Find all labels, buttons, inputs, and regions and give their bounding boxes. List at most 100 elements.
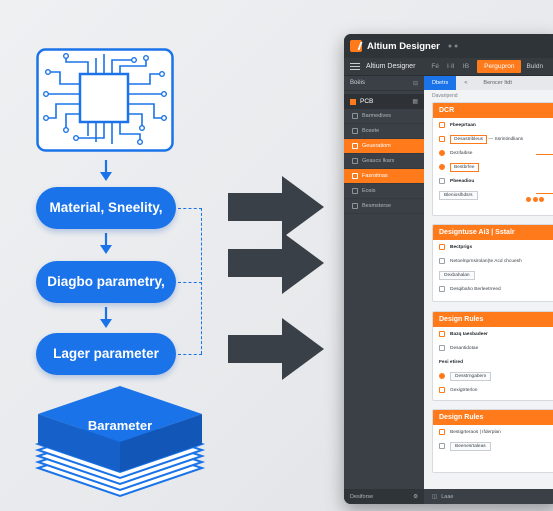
parameter-layer-stack: Barameter [34, 384, 206, 500]
box-icon [439, 258, 445, 264]
sidebar-item[interactable]: Besmsterse [344, 199, 424, 214]
panel-row[interactable]: Fesi etired [433, 355, 553, 369]
sidebar-item[interactable]: Bosete [344, 124, 424, 139]
panel-row[interactable]: Blenioslhdsrs [433, 188, 553, 202]
sidebar-item-label: Besmsterse [362, 203, 392, 209]
sidebar-item[interactable]: Eosis [344, 184, 424, 199]
circle-icon [439, 150, 445, 156]
sidebar-item[interactable]: Fasroitnas [344, 169, 424, 184]
panel-row[interactable]: Pbeeadiou [433, 174, 553, 188]
stack-label: Barameter [87, 418, 153, 433]
tab-back-icon[interactable]: < [464, 80, 468, 86]
grid-icon: ▦ [412, 99, 418, 105]
panel-row[interactable]: Gexigtrterlon [433, 383, 553, 397]
doc-icon [352, 203, 358, 209]
sidebar-item-label: Geueratiom [362, 143, 391, 149]
panel-row[interactable]: Beenesrtaleas [433, 439, 553, 453]
altium-window: Altium Designer ● ● Altium Designer Fé I… [344, 34, 553, 504]
panel-designtuse: Designtuse Ai3 | Sstalr Bectprigs Netoel… [432, 224, 553, 302]
menu-item[interactable]: ŀB [462, 63, 470, 70]
collapse-icon[interactable]: ⊟ [412, 80, 418, 87]
box-icon [439, 443, 445, 449]
sidebar: Boèis ⊟ PCB ▦ Barmedives Bosete Geuerati… [344, 76, 424, 504]
panel-row[interactable]: Bestbrfee [433, 160, 553, 174]
sidebar-item-label: Fasroitnas [362, 173, 388, 179]
flow-step-layer: Lager parameter [36, 333, 176, 375]
doc-icon [352, 188, 358, 194]
box-icon [439, 122, 445, 128]
sidebar-item[interactable]: Barmedives [344, 109, 424, 124]
row-field[interactable]: Desstrngabem [450, 371, 492, 381]
panel-row[interactable]: Dexbahalan [433, 268, 553, 282]
panel-row[interactable]: Desqibaho Berleetrreed [433, 282, 553, 296]
sidebar-item-label: Geaucs Ikars [362, 158, 395, 164]
panel-row[interactable]: Desastribleus — Ssrintindlians [433, 132, 553, 146]
menu-item-active[interactable]: Pergupron [477, 60, 522, 73]
menu-item[interactable]: Buldn [526, 63, 544, 70]
flow-step-material: Material, Sneelity, [36, 187, 176, 229]
row-label: Bectprigs [450, 244, 473, 250]
dashed-connector [200, 208, 202, 354]
title-bar: Altium Designer ● ● [344, 34, 553, 58]
box-icon [439, 136, 445, 142]
row-label: Desqibaho Berleetrreed [450, 286, 501, 292]
panel-title: Design Rules [433, 312, 553, 327]
panel-row[interactable]: Bestigrteraos | Ifderplan [433, 425, 553, 439]
sidebar-item[interactable]: Geueratiom [344, 139, 424, 154]
row-label: Pbeeadiou [450, 178, 475, 184]
tab-bar: Dbetrs < Berocer Itdt [424, 76, 553, 90]
row-label: Netoelnprnsirolan(te Acd chcuesh [450, 258, 522, 264]
row-field[interactable]: Beenesrtaleas [450, 441, 491, 451]
row-label: — Ssrintindlians [488, 136, 524, 142]
dashed-connector [178, 208, 202, 209]
row-field[interactable]: Blenioslhdsrs [439, 190, 478, 200]
row-field[interactable]: Dexbahalan [439, 270, 475, 280]
circle-icon [439, 373, 445, 379]
down-arrow-icon [100, 233, 112, 254]
status-dots-icon [526, 197, 544, 202]
dashed-connector [178, 354, 202, 355]
hamburger-menu-icon[interactable] [350, 61, 360, 72]
panel-title: Designtuse Ai3 | Sstalr [433, 225, 553, 240]
row-label: Fbeeprtaan [450, 122, 476, 128]
sidebar-item-label: PCB [360, 98, 374, 105]
panel-row[interactable]: Fbeeprtaan [433, 118, 553, 132]
panel-title: Design Rules [433, 410, 553, 425]
connector-line [536, 154, 553, 194]
sidebar-footer[interactable]: Desiforse ⚙ [344, 489, 424, 504]
doc-icon [352, 128, 358, 134]
box-icon [439, 345, 445, 351]
settings-icon[interactable]: ⚙ [413, 493, 418, 500]
panel-row[interactable]: Desstrngabem [433, 369, 553, 383]
box-icon [439, 331, 445, 337]
panel-row[interactable]: Bectprigs [433, 240, 553, 254]
panel-row[interactable]: Netoelnprnsirolan(te Acd chcuesh [433, 254, 553, 268]
panel-row[interactable]: Bazq Iaesbadeer [433, 327, 553, 341]
tab-active[interactable]: Dbetrs [424, 76, 457, 90]
panel-row[interactable]: Dezifaibse [433, 146, 553, 160]
menu-item[interactable]: I·II [447, 63, 455, 70]
sidebar-header[interactable]: Boèis ⊟ [344, 76, 424, 91]
main-area: Dbetrs < Berocer Itdt Davaripend DCR Fbe… [424, 76, 553, 504]
tab[interactable]: Berocer Itdt [483, 80, 512, 86]
app-title: Altium Designer [367, 40, 440, 52]
status-text: Laae [441, 493, 454, 500]
status-bar: ◫ Laae [424, 489, 553, 504]
circle-icon [439, 164, 445, 170]
sidebar-item-label: Bosete [362, 128, 380, 134]
box-icon [439, 429, 445, 435]
row-label: Desantidotae [450, 345, 479, 351]
sidebar-item-label: Eosis [362, 188, 376, 194]
right-arrow-icon [228, 176, 324, 238]
panel-title: DCR [433, 103, 553, 118]
sidebar-footer-label: Desiforse [350, 493, 374, 500]
sidebar-item[interactable]: Geaucs Ikars [344, 154, 424, 169]
panel-design-rules-2: Design Rules Bestigrteraos | Ifderplan B… [432, 409, 553, 473]
panel-row[interactable]: Desantidotae [433, 341, 553, 355]
sidebar-item-pcb[interactable]: PCB ▦ [344, 94, 424, 109]
right-arrow-icon [228, 318, 324, 380]
window-controls-icon[interactable]: ● ● [447, 42, 459, 50]
box-icon [439, 244, 445, 250]
menu-item[interactable]: Fé [431, 63, 440, 70]
down-arrow-icon [100, 307, 112, 328]
